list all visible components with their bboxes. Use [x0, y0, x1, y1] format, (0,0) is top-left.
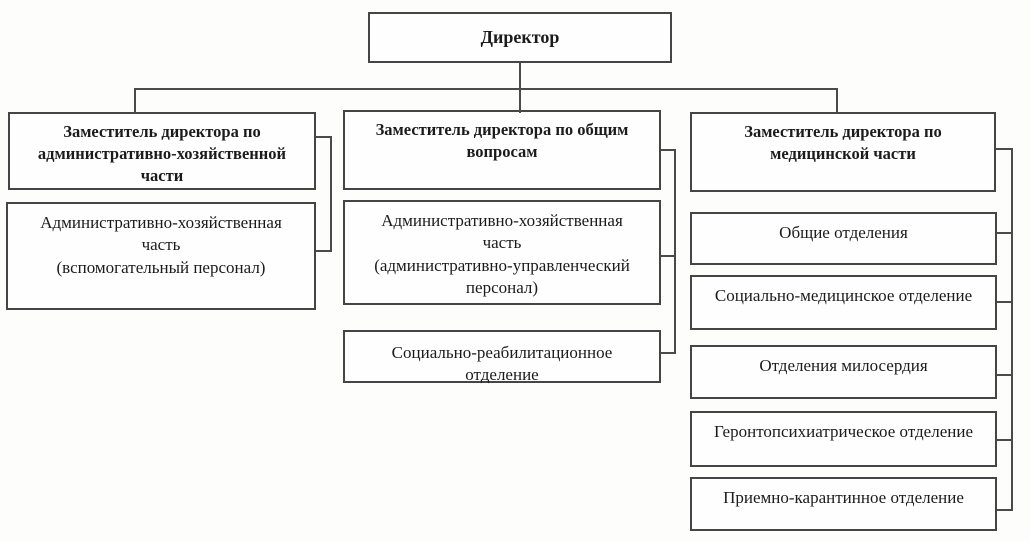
box-deputy-medical: Заместитель директора по медицинской час…	[690, 112, 996, 192]
box-general-departments-label: Общие отделения	[779, 223, 908, 242]
box-gerontopsychiatric-department: Геронтопсихиатрическое отделение	[690, 411, 997, 467]
box-social-medical-department: Социально-медицинское отделение	[690, 275, 997, 330]
box-deputy-general-issues-label: Заместитель директора по общим вопросам	[375, 120, 629, 161]
connector-header-rail	[134, 88, 838, 90]
box-mercy-departments: Отделения милосердия	[690, 345, 997, 399]
connector-b2-stub-child1	[997, 301, 1013, 303]
box-general-departments: Общие отделения	[690, 212, 997, 265]
box-admin-economic-support-staff: Административно-хозяйственная часть (всп…	[6, 202, 316, 310]
connector-drop-middle	[519, 88, 521, 113]
box-gerontopsychiatric-department-label: Геронтопсихиатрическое отделение	[714, 422, 973, 441]
box-reception-quarantine-department-label: Приемно-карантинное отделение	[723, 488, 964, 507]
connector-b2-stub-child0	[997, 232, 1013, 234]
box-social-rehabilitation-department-label: Социально-реабилитационное отделение	[391, 343, 613, 385]
box-admin-economic-support-staff-label: Административно-хозяйственная часть (всп…	[40, 213, 282, 277]
box-deputy-admin-economic-label: Заместитель директора по административно…	[37, 122, 287, 185]
connector-b1-stub-header	[661, 149, 676, 151]
connector-b0-stub-header	[316, 136, 332, 138]
connector-b2-stub-child4	[997, 509, 1013, 511]
connector-b0-stub-child0	[316, 250, 332, 252]
box-director: Директор	[368, 12, 672, 63]
connector-drop-left	[134, 88, 136, 113]
box-social-medical-department-label: Социально-медицинское отделение	[714, 286, 973, 305]
box-reception-quarantine-department: Приемно-карантинное отделение	[690, 477, 997, 531]
box-deputy-medical-label: Заместитель директора по медицинской час…	[744, 122, 942, 163]
box-mercy-departments-label: Отделения милосердия	[759, 356, 928, 375]
connector-b1-stub-child1	[661, 352, 676, 354]
connector-b2-rail	[1011, 148, 1013, 511]
box-admin-economic-management-staff: Административно-хозяйственная часть (адм…	[343, 200, 661, 305]
connector-b1-stub-child0	[661, 255, 676, 257]
box-admin-economic-management-staff-label: Административно-хозяйственная часть (адм…	[374, 211, 630, 298]
connector-b1-rail	[674, 149, 676, 354]
box-deputy-general-issues: Заместитель директора по общим вопросам	[343, 110, 661, 190]
connector-b0-rail	[330, 136, 332, 252]
connector-b2-stub-child2	[997, 374, 1013, 376]
box-social-rehabilitation-department: Социально-реабилитационное отделение	[343, 330, 661, 384]
connector-root-drop	[519, 62, 521, 89]
connector-b2-stub-header	[996, 148, 1013, 150]
box-deputy-admin-economic: Заместитель директора по административно…	[8, 112, 316, 190]
connector-b2-stub-child3	[997, 439, 1013, 441]
box-director-label: Директор	[480, 27, 560, 47]
connector-drop-right	[836, 88, 838, 113]
